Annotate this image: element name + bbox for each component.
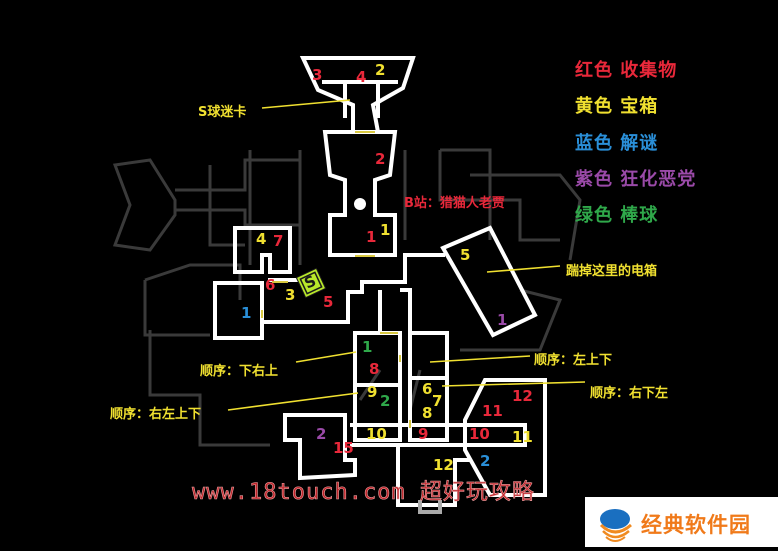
marker-red: 1 <box>366 228 377 246</box>
marker-red: 11 <box>482 402 503 420</box>
marker-blue: 1 <box>241 304 252 322</box>
logo-text: 经典软件园 <box>641 513 751 537</box>
annotation-order-down-right-up: 顺序：下右上 <box>200 364 279 379</box>
legend-red: 红色 收集物 <box>575 56 677 82</box>
legend-red-meaning: 收集物 <box>620 60 678 81</box>
marker-yellow: 7 <box>432 392 443 410</box>
marker-purple: 1 <box>497 311 508 329</box>
legend-purple-color: 紫色 <box>575 169 613 190</box>
legend-blue-color: 蓝色 <box>575 133 613 154</box>
marker-red: 5 <box>323 293 334 311</box>
marker-yellow: 8 <box>422 404 433 422</box>
legend-green: 绿色 棒球 <box>575 201 658 227</box>
logo-icon <box>599 509 632 542</box>
legend-yellow-color: 黄色 <box>575 96 613 117</box>
marker-red: 15 <box>333 439 354 457</box>
legend-purple: 紫色 狂化恶党 <box>575 165 696 191</box>
annotation-kick-box: 踹掉这里的电箱 <box>566 264 658 279</box>
marker-yellow: 6 <box>422 380 433 398</box>
marker-yellow: 2 <box>375 61 386 79</box>
site-logo[interactable]: 经典软件园 <box>585 497 778 547</box>
legend-blue: 蓝色 解谜 <box>575 129 658 155</box>
marker-yellow: 3 <box>285 286 296 304</box>
marker-green: 1 <box>362 338 373 356</box>
marker-red: 10 <box>469 425 490 443</box>
location-dot <box>354 198 366 210</box>
marker-blue: 2 <box>480 452 491 470</box>
marker-yellow: 11 <box>512 428 533 446</box>
legend-green-color: 绿色 <box>575 205 613 226</box>
marker-yellow: 1 <box>380 221 391 239</box>
legend-yellow: 黄色 宝箱 <box>575 92 658 118</box>
marker-red: 6 <box>265 276 276 294</box>
pointer-lines <box>227 99 586 411</box>
annotation-order-left-up-down: 顺序：左上下 <box>534 353 613 368</box>
legend-purple-meaning: 狂化恶党 <box>620 169 697 190</box>
marker-yellow: 5 <box>460 246 471 264</box>
marker-green: 2 <box>380 392 391 410</box>
legend-yellow-meaning: 宝箱 <box>620 96 659 117</box>
annotation-b-station: B站：猎猫人老贾 <box>404 196 505 211</box>
watermark: www.18touch.com 超好玩攻略 <box>192 480 535 506</box>
annotation-order-right-left-up-down: 顺序：右左上下 <box>110 407 202 422</box>
annotation-s-ball-card: S球迷卡 <box>198 105 247 120</box>
doors <box>261 131 411 428</box>
marker-yellow: 9 <box>367 383 378 401</box>
marker-red: 3 <box>312 66 323 84</box>
annotation-order-right-down-left: 顺序：右下左 <box>590 386 669 401</box>
marker-purple: 2 <box>316 425 327 443</box>
marker-yellow: 4 <box>256 230 267 248</box>
marker-yellow: 12 <box>433 456 454 474</box>
marker-red: 9 <box>418 425 429 443</box>
legend-green-meaning: 棒球 <box>620 205 659 226</box>
legend-red-color: 红色 <box>575 60 613 81</box>
marker-yellow: 10 <box>366 425 387 443</box>
marker-red: 4 <box>356 68 367 86</box>
s-ball-card-icon <box>295 267 327 299</box>
marker-red: 7 <box>273 232 284 250</box>
legend-blue-meaning: 解谜 <box>620 133 659 154</box>
marker-red: 8 <box>369 360 380 378</box>
marker-red: 2 <box>375 150 386 168</box>
marker-red: 12 <box>512 387 533 405</box>
